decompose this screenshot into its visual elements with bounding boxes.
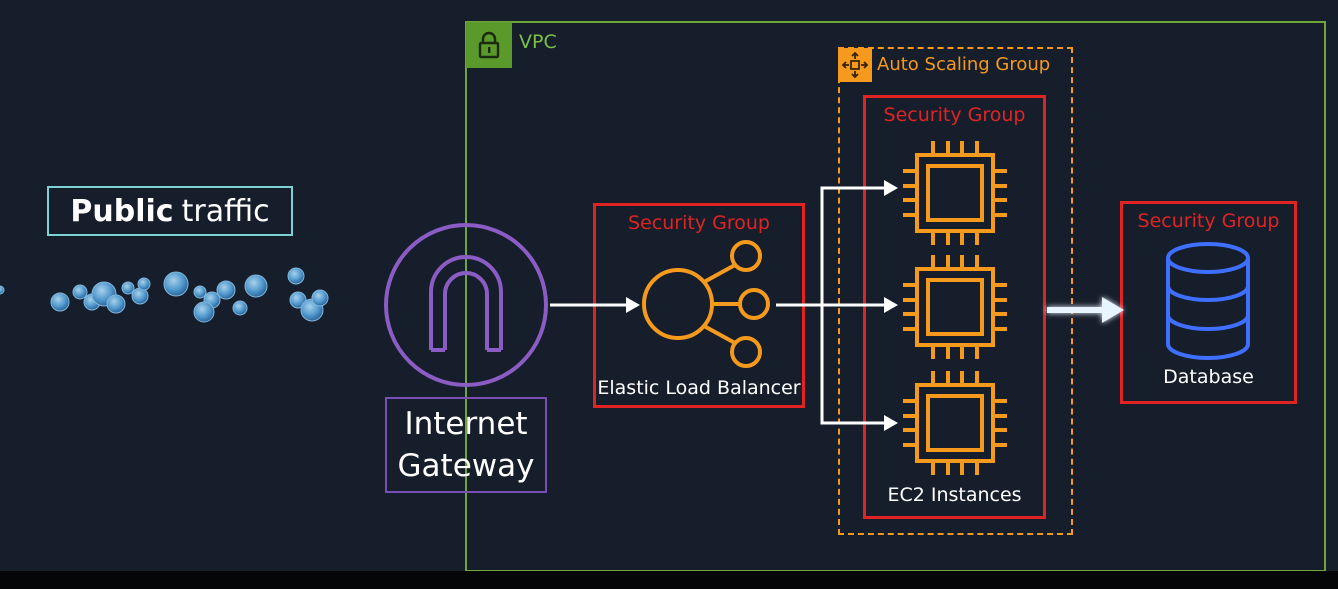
auto-scaling-group-label: Auto Scaling Group (877, 54, 1051, 75)
ec2-instances-label: EC2 Instances (887, 484, 1022, 506)
chip-icon (903, 255, 1007, 359)
load-balancer-security-group-label: Security Group (628, 212, 770, 234)
auto-scaling-icon (838, 48, 872, 82)
bottom-bar (0, 571, 1338, 589)
vpc-label: VPC (519, 31, 557, 53)
auto-scaling-group-boundary (838, 47, 1073, 535)
ec2-security-group: Security Group (863, 95, 1046, 519)
internet-gateway-line1: Internet (404, 406, 528, 442)
traffic-bubbles (0, 267, 329, 323)
internet-gateway-line2: Gateway (397, 448, 535, 484)
public-traffic-bold: Public (70, 193, 174, 229)
load-balancer-icon (642, 240, 770, 368)
internet-gateway-label: Internet Gateway (385, 397, 547, 493)
internet-gateway-icon (384, 223, 548, 387)
load-balancer-label: Elastic Load Balancer (597, 377, 801, 399)
public-traffic-normal: traffic (181, 193, 270, 229)
database-security-group-label: Security Group (1137, 210, 1280, 232)
chip-icon (903, 371, 1007, 475)
database-label: Database (1163, 366, 1254, 388)
lock-icon (466, 22, 512, 68)
ec2-security-group-label: Security Group (883, 104, 1026, 126)
public-traffic-label: Public traffic (47, 186, 293, 236)
database-icon (1166, 242, 1250, 360)
database-security-group: Security Group (1120, 201, 1297, 404)
chip-icon (903, 141, 1007, 245)
